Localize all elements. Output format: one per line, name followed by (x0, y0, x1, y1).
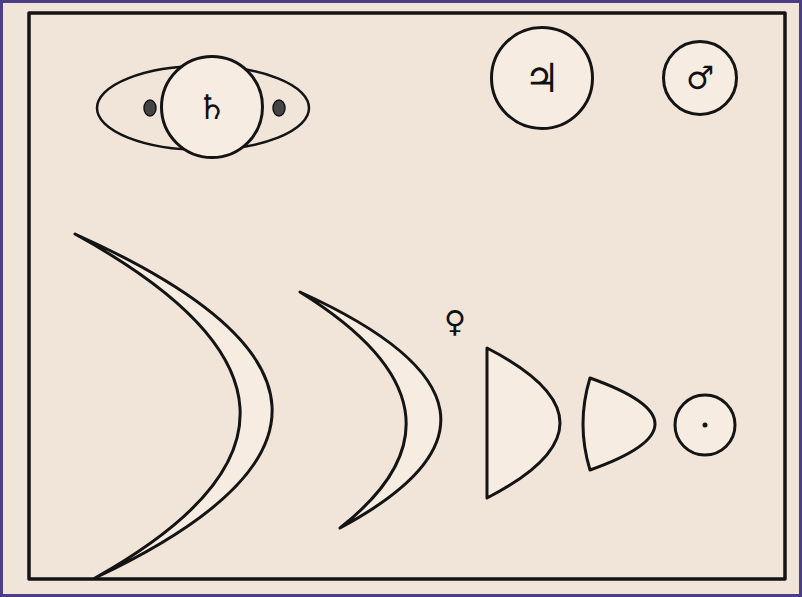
saturn-side-body (273, 100, 285, 116)
venus-center-dot (703, 423, 708, 428)
planet-symbol: ♃ (490, 26, 594, 130)
venus-half-phase (487, 348, 560, 498)
mars-disc: ♂ (662, 40, 738, 116)
planet-symbol: ♄ (160, 55, 264, 159)
frame-border (29, 13, 785, 579)
venus-crescent-phase (300, 292, 441, 528)
planet-symbol: ♂ (662, 40, 738, 116)
jupiter-disc: ♃ (490, 26, 594, 130)
venus-full-phase (675, 395, 735, 455)
paper-ground: ♄ ♃ ♂ ♀ (3, 3, 799, 594)
saturn-disc: ♄ (160, 55, 264, 159)
saturn-side-body (144, 100, 156, 116)
venus-gibbous-phase (583, 378, 655, 470)
venus-symbol: ♀ (444, 307, 466, 337)
venus-crescent-phase (75, 234, 272, 578)
